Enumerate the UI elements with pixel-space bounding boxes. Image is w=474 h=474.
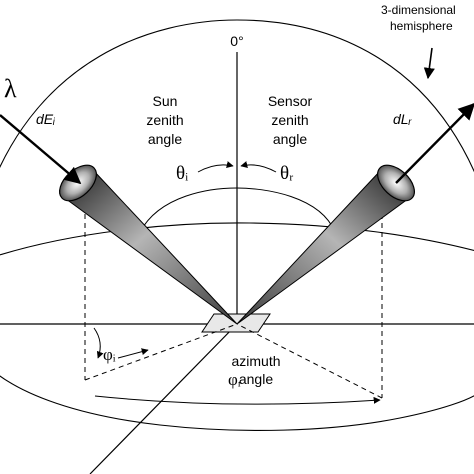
base-ellipse bbox=[0, 222, 474, 256]
theta-r-label: θᵣ bbox=[280, 163, 293, 184]
sensor-view-cone bbox=[236, 169, 413, 325]
phi-i-label: φᵢ bbox=[103, 345, 116, 364]
azimuth-label-line2: angle bbox=[239, 371, 273, 387]
sensor-label-line2: zenith bbox=[271, 112, 308, 128]
theta-r-arc bbox=[240, 161, 277, 173]
dEi-label: dEᵢ bbox=[36, 111, 55, 127]
zenith-top-label: 0° bbox=[230, 33, 243, 49]
phi-r-label: φᵣ bbox=[228, 370, 242, 389]
hemisphere-dome bbox=[0, 19, 474, 173]
dLr-label: dLᵣ bbox=[393, 111, 413, 127]
outgoing-radiation-arrow bbox=[395, 102, 474, 184]
hemisphere-label-line2: hemisphere bbox=[390, 19, 453, 33]
sun-beam-cone bbox=[61, 169, 238, 325]
azimuth-label-line1: azimuth bbox=[231, 353, 280, 369]
diagonal-axis bbox=[89, 323, 238, 474]
wavelength-label: λ bbox=[4, 74, 17, 103]
incoming-radiation-arrow bbox=[0, 114, 82, 185]
phi-r-arc bbox=[94, 395, 381, 405]
hemisphere-callout-arrow bbox=[423, 47, 435, 80]
hemisphere-label-line1: 3-dimensional bbox=[381, 3, 456, 17]
sensor-label-line1: Sensor bbox=[268, 93, 313, 109]
sensor-projection-ground bbox=[236, 323, 383, 399]
base-ellipse-front bbox=[0, 375, 474, 431]
phi-i-pointer bbox=[117, 348, 149, 359]
sun-label-line2: zenith bbox=[146, 112, 183, 128]
sun-label-line3: angle bbox=[148, 131, 182, 147]
theta-i-label: θᵢ bbox=[176, 163, 188, 184]
phi-i-arc bbox=[93, 327, 104, 359]
sensor-label-line3: angle bbox=[273, 131, 307, 147]
sun-label-line1: Sun bbox=[153, 93, 178, 109]
theta-i-arc bbox=[197, 161, 234, 173]
